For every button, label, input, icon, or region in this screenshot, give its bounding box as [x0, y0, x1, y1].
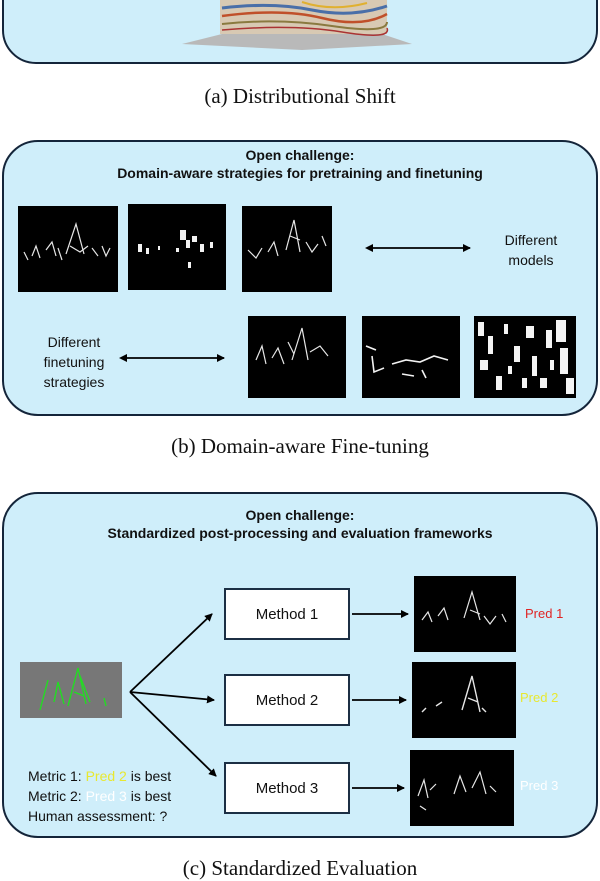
prediction-image-1 [414, 576, 516, 652]
model-output-image-3 [242, 206, 332, 292]
finetune-output-image-1 [248, 316, 346, 398]
metrics-summary: Metric 1: Pred 2 is best Metric 2: Pred … [28, 766, 171, 826]
model-output-image-1 [18, 206, 118, 292]
finetuning-label: Different finetuning strategies [43, 334, 105, 390]
prediction-image-2 [412, 662, 516, 738]
metric-2-line: Metric 2: Pred 3 is best [28, 788, 172, 804]
human-assessment-line: Human assessment: ? [28, 808, 168, 824]
finetune-output-image-3 [474, 316, 576, 398]
caption-c: (c) Standardized Evaluation [182, 856, 418, 880]
method-1-box: Method 1 [224, 588, 350, 640]
panel-a [2, 0, 598, 64]
challenge-subtitle: Standardized post-processing and evaluat… [107, 525, 493, 541]
input-annotation-image [20, 662, 122, 718]
method-3-box: Method 3 [224, 762, 350, 814]
caption-b: (b) Domain-aware Fine-tuning [171, 434, 429, 458]
pred-3-label: Pred 3 [520, 778, 559, 793]
prediction-image-3 [410, 750, 514, 826]
finetune-output-image-2 [362, 316, 460, 398]
pred-1-label: Pred 1 [525, 606, 564, 621]
metric-1-pred: Pred 2 [85, 768, 127, 784]
challenge-title: Open challenge: [245, 507, 355, 523]
metric-2-pred: Pred 3 [85, 788, 127, 804]
caption-a: (a) Distributional Shift [204, 84, 396, 108]
challenge-subtitle: Domain-aware strategies for pretraining … [117, 165, 483, 181]
metric-1-line: Metric 1: Pred 2 is best [28, 768, 172, 784]
pred-2-label: Pred 2 [520, 690, 559, 705]
models-label: Different models [504, 232, 558, 268]
challenge-title: Open challenge: [245, 147, 355, 163]
seismic-volume-image [182, 0, 412, 50]
method-2-box: Method 2 [224, 674, 350, 726]
model-output-image-2 [128, 204, 226, 290]
